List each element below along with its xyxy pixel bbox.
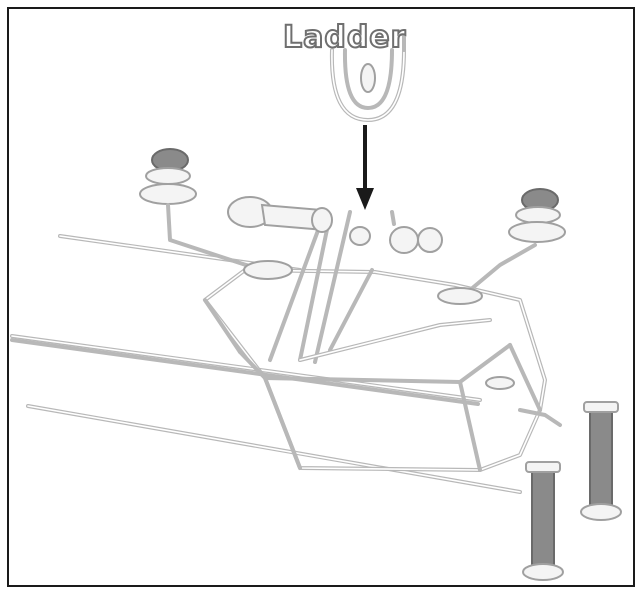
upright-post-right [580,401,622,521]
ladder-callout-label: Ladder [283,20,406,55]
bolt-piece [227,196,333,233]
washer-parts [349,210,443,254]
figure-frame [7,7,635,587]
right-nut-assembly [437,188,566,305]
left-nut-assembly [139,148,293,280]
down-arrow-icon [356,125,374,210]
bracket-housing [203,210,562,472]
upright-post-left [522,461,564,581]
ladder-hook-icon [329,32,406,122]
